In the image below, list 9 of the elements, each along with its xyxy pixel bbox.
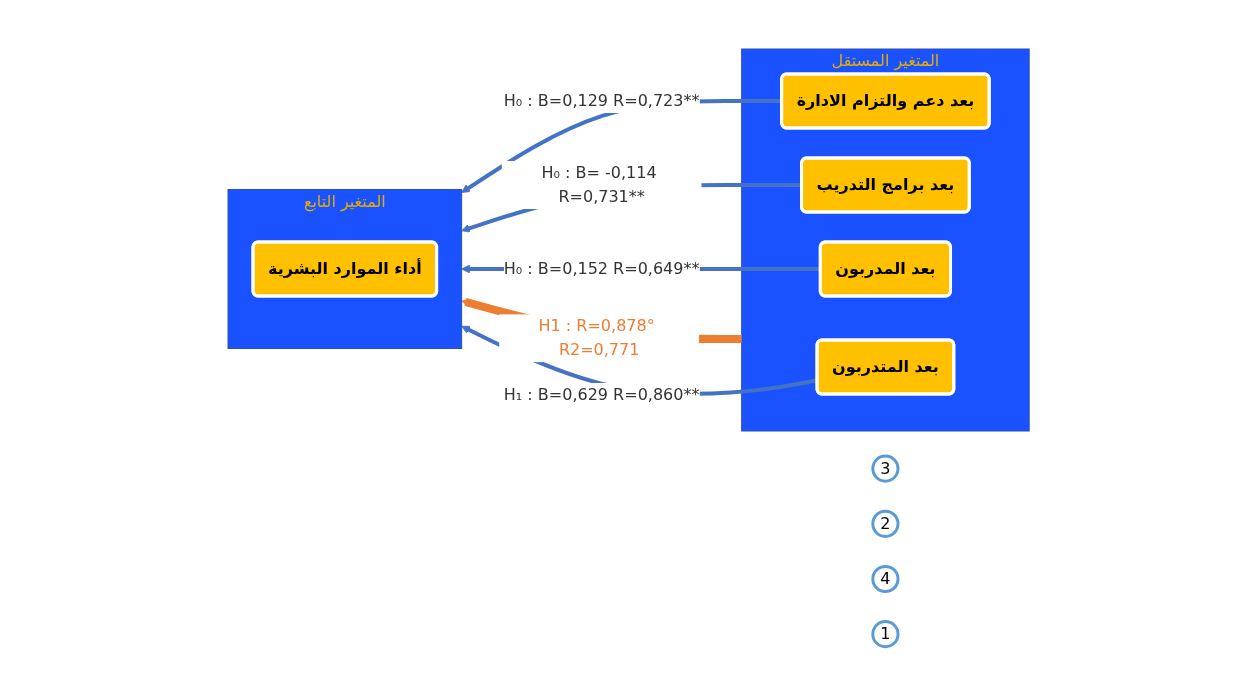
node-circle: 1 [871, 620, 900, 649]
node-circle: 3 [871, 454, 900, 483]
edge-label: H1 : R=0,878° R2=0,771 [538, 316, 655, 360]
edge-label: H₀ : B=0,152 R=0,649** [503, 259, 700, 279]
edge-label: H₁ : B=0,629 R=0,860** [503, 385, 700, 405]
node-circle: 4 [871, 565, 900, 594]
edge-label: H₀ : B= -0,114 R=0,731** [541, 163, 657, 207]
node-circle: 2 [871, 509, 900, 538]
edge-label: H₀ : B=0,129 R=0,723** [503, 91, 700, 111]
